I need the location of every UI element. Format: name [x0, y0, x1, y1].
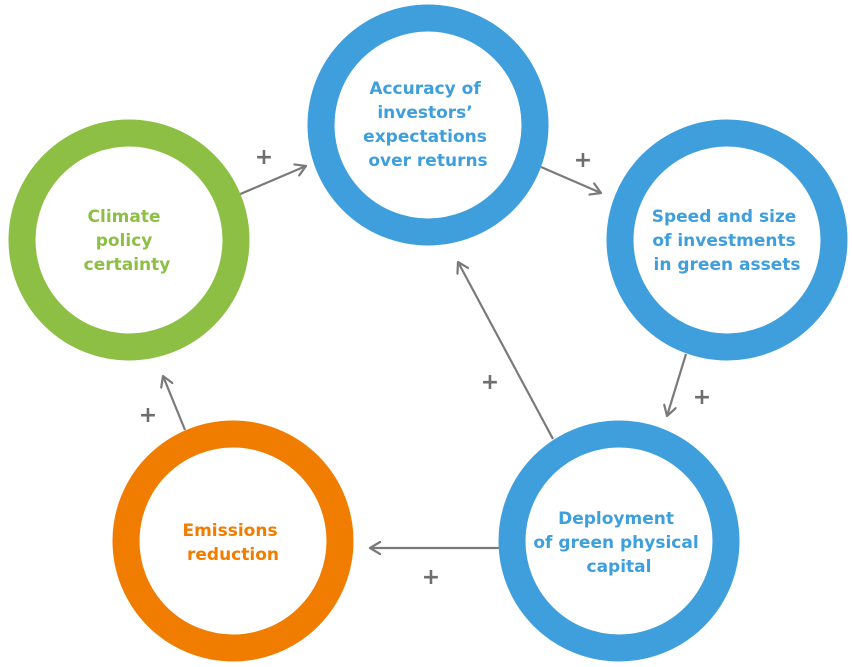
ring-emissions — [112, 420, 354, 662]
sign-deployment-to-emissions: + — [422, 565, 440, 590]
arrows — [163, 165, 688, 548]
label-speed-size: Speed and size of investments in green a… — [652, 207, 803, 275]
label-emissions: Emissions reduction — [182, 521, 283, 565]
node-emissions-reduction: Emissions reduction — [112, 420, 354, 662]
sign-speed-to-deployment: + — [693, 385, 711, 410]
ring-speed-size — [606, 119, 848, 361]
arrow-policy-to-accuracy — [237, 166, 306, 197]
arrow-deployment-to-accuracy — [458, 262, 554, 440]
polarity-signs: + + + + + + — [139, 145, 711, 590]
ring-accuracy — [307, 4, 549, 246]
sign-accuracy-to-speed: + — [574, 148, 592, 173]
sign-emissions-to-policy: + — [139, 403, 157, 428]
sign-policy-to-accuracy: + — [255, 145, 273, 170]
sign-deployment-to-accuracy: + — [481, 370, 499, 395]
node-deployment: Deployment of green physical capital — [498, 420, 740, 662]
label-deployment: Deployment of green physical capital — [533, 509, 704, 577]
ring-deployment — [498, 420, 740, 662]
node-climate-policy-certainty: Climate policy certainty — [8, 119, 250, 361]
arrow-emissions-to-policy — [163, 376, 187, 431]
label-climate-policy: Climate policy certainty — [84, 207, 171, 275]
node-accuracy-of-expectations: Accuracy of investors’ expectations over… — [307, 4, 549, 246]
arrow-accuracy-to-speed — [540, 165, 601, 193]
ring-climate-policy — [8, 119, 250, 361]
node-speed-and-size: Speed and size of investments in green a… — [606, 119, 848, 361]
label-accuracy: Accuracy of investors’ expectations over… — [363, 79, 493, 171]
arrow-speed-to-deployment — [667, 353, 688, 416]
